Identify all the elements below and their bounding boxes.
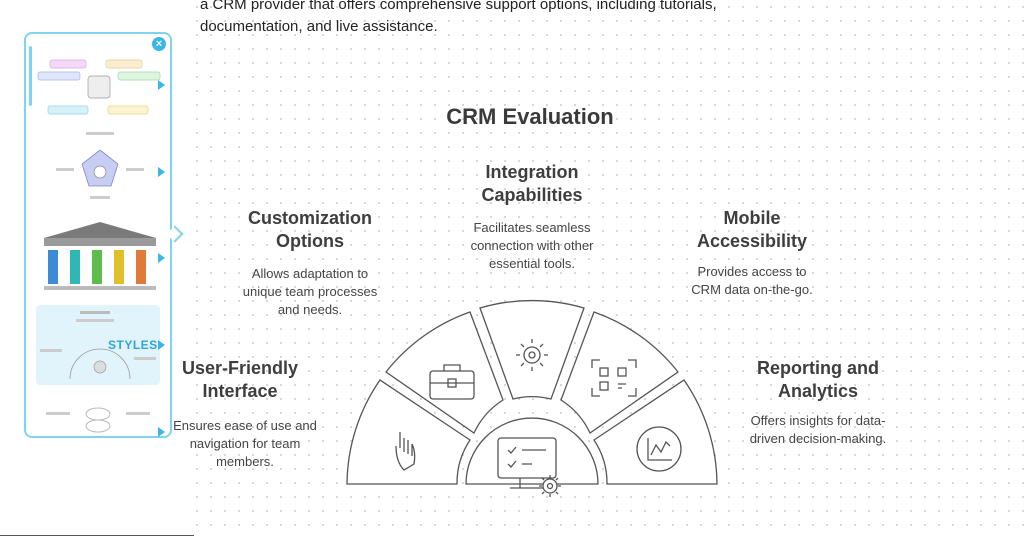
mobile-heading: Mobile Accessibility	[672, 207, 832, 253]
mobile-desc: Provides access to CRM data on-the-go.	[667, 263, 837, 299]
customization-desc-line3: and needs.	[277, 302, 343, 317]
reporting-desc-line2: driven decision-making.	[749, 431, 887, 446]
integration-desc-line2: connection with other	[470, 238, 594, 253]
style-thumbnail-mindmap[interactable]	[37, 59, 161, 115]
close-icon[interactable]: ×	[152, 37, 166, 51]
briefcase-icon	[429, 364, 475, 400]
bottom-divider	[0, 535, 194, 536]
user-friendly-heading-line1: User-Friendly	[181, 358, 299, 378]
sun-icon	[516, 339, 548, 371]
reporting-heading: Reporting and Analytics	[738, 357, 898, 403]
reporting-heading-line2: Analytics	[777, 381, 859, 401]
integration-heading-line2: Capabilities	[481, 185, 583, 205]
fan-thumbnail-graphic	[40, 311, 156, 380]
thumbnail-3-arrow-icon[interactable]	[158, 253, 165, 263]
style-thumbnail-helix[interactable]	[46, 407, 150, 433]
intro-line-2: documentation, and live assistance.	[200, 18, 438, 35]
fan-segment-mobile	[560, 311, 679, 434]
user-friendly-desc: Ensures ease of use and navigation for t…	[160, 417, 330, 471]
reporting-desc-line1: Offers insights for data-	[750, 413, 886, 428]
reporting-desc: Offers insights for data- driven decisio…	[733, 412, 903, 448]
mobile-desc-line2: CRM data on-the-go.	[691, 282, 813, 297]
user-friendly-desc-line1: Ensures ease of use and	[173, 418, 317, 433]
fan-segment-integration	[479, 299, 585, 400]
user-friendly-heading-line2: Interface	[202, 381, 278, 401]
integration-desc-line3: essential tools.	[489, 256, 575, 271]
fan-segment-customization	[385, 311, 504, 434]
fan-segment-reporting	[593, 379, 718, 485]
intro-text: a CRM provider that offers comprehensive…	[200, 0, 840, 38]
reporting-heading-line1: Reporting and	[757, 358, 879, 378]
mobile-desc-line1: Provides access to	[697, 264, 807, 279]
customization-heading-line2: Options	[276, 231, 344, 251]
line-chart-icon	[636, 426, 682, 472]
user-friendly-desc-line3: members.	[216, 454, 274, 469]
customization-desc: Allows adaptation to unique team process…	[225, 265, 395, 319]
fan-segment-user-friendly	[346, 379, 471, 485]
mobile-heading-line2: Accessibility	[696, 231, 808, 251]
integration-heading-line1: Integration	[485, 162, 579, 182]
integration-desc-line1: Facilitates seamless	[473, 220, 591, 235]
fan-center-hub	[465, 417, 599, 485]
customization-desc-line2: unique team processes	[242, 284, 378, 299]
qr-scan-icon	[591, 359, 637, 397]
user-friendly-heading: User-Friendly Interface	[160, 357, 320, 403]
mobile-heading-line1: Mobile	[723, 208, 781, 228]
thumbnail-5-arrow-icon[interactable]	[158, 427, 165, 437]
monitor-checklist-gear-icon	[497, 437, 561, 497]
style-thumbnail-pillars[interactable]	[44, 222, 156, 290]
style-panel-scrollbar[interactable]	[29, 46, 32, 106]
diagram-title: CRM Evaluation	[446, 104, 614, 129]
thumbnail-1-arrow-icon[interactable]	[158, 80, 165, 90]
style-thumbnail-pentagon[interactable]	[56, 132, 144, 199]
customization-heading-line1: Customization	[248, 208, 372, 228]
user-friendly-desc-line2: navigation for team	[189, 436, 301, 451]
intro-line-1: a CRM provider that offers comprehensive…	[200, 0, 717, 13]
styles-label[interactable]: STYLES	[108, 338, 158, 352]
customization-heading: Customization Options	[230, 207, 390, 253]
integration-desc: Facilitates seamless connection with oth…	[447, 219, 617, 273]
style-thumbnails	[37, 59, 161, 433]
thumbnail-4-arrow-icon[interactable]	[158, 340, 165, 350]
customization-desc-line1: Allows adaptation to	[251, 266, 369, 281]
hand-pointer-icon	[395, 432, 416, 471]
style-thumbnail-fan-selected[interactable]	[36, 305, 160, 385]
integration-heading: Integration Capabilities	[452, 161, 612, 207]
thumbnail-2-arrow-icon[interactable]	[158, 167, 165, 177]
